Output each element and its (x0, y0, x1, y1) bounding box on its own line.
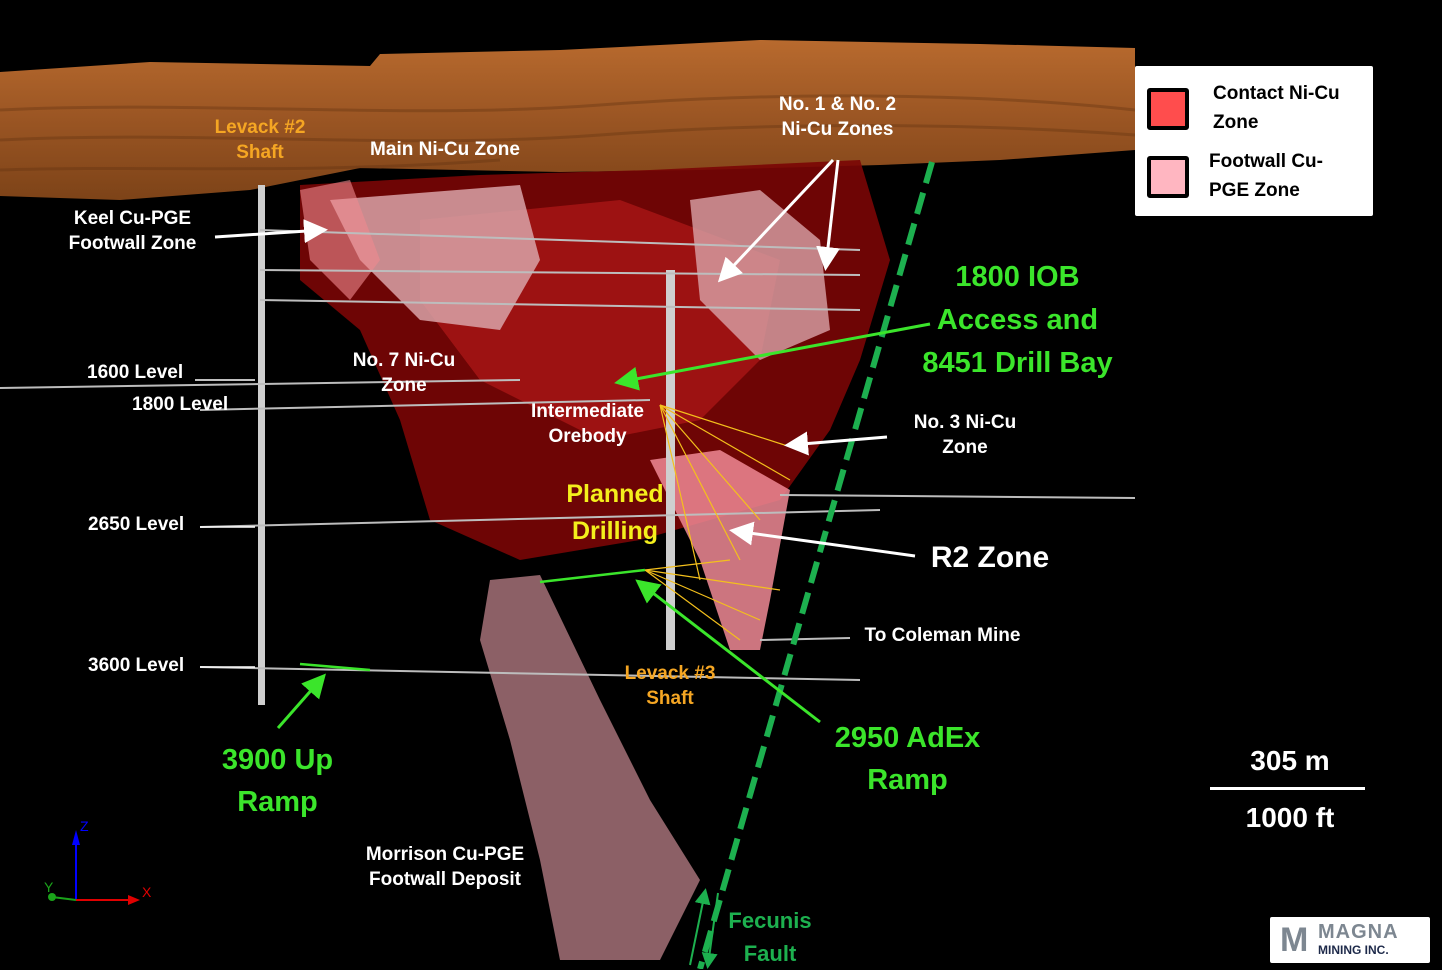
to-coleman-label: To Coleman Mine (864, 625, 1021, 646)
main-zone-label: Main Ni-Cu Zone (370, 139, 520, 160)
fecunis-fault-line (697, 161, 935, 969)
adex-arrow (635, 579, 821, 724)
legend: Contact Ni-Cu Zone Footwall Cu- PGE Zone (1135, 66, 1373, 216)
fecunis-fault-label: Fecunis Fault (728, 908, 812, 966)
fault-arrow-down (701, 892, 719, 969)
scale-metric: 305 m (1250, 745, 1330, 776)
legend-label-contact: Contact Ni-Cu Zone (1213, 83, 1340, 133)
no12-arrow-1 (717, 158, 835, 283)
keel-arrow (214, 219, 328, 244)
logo-mark-icon: M (1280, 921, 1309, 959)
level-3600-label: 3600 Level (88, 655, 185, 676)
iob-access-label: 1800 IOB Access and 8451 Drill Bay (922, 261, 1113, 379)
footwall-zone-swatch (1147, 155, 1189, 198)
adex-ramp-label: 2950 AdEx Ramp (834, 722, 981, 797)
upramp-arrow (276, 673, 326, 729)
footwall-zone-main (330, 185, 540, 330)
x-axis-label: X (142, 884, 152, 900)
legend-item-footwall: Footwall Cu- PGE Zone (1147, 148, 1323, 205)
planned-drilling-label: Planned Drilling (566, 480, 664, 545)
up-ramp-line (299, 662, 371, 672)
overburden-layer (0, 40, 1135, 200)
scale-imperial: 1000 ft (1245, 802, 1335, 833)
level-1800-label: 1800 Level (132, 394, 229, 415)
legend-item-contact: Contact Ni-Cu Zone (1147, 80, 1340, 137)
no12-arrow-2 (816, 159, 840, 271)
no3-arrow (784, 431, 888, 456)
contact-zone-swatch (1147, 87, 1189, 130)
keel-zone-label: Keel Cu-PGE Footwall Zone (68, 208, 197, 254)
morrison-deposit-body (480, 575, 700, 960)
morrison-deposit-label: Morrison Cu-PGE Footwall Deposit (365, 844, 525, 890)
iob-arrow (614, 322, 931, 391)
fault-arrow-up (689, 888, 711, 966)
axis-triad: Z X Y (44, 818, 152, 905)
levack3-shaft (666, 270, 675, 650)
logo-line2: MINING INC. (1318, 943, 1389, 957)
magna-mining-logo: M MAGNA MINING INC. (1270, 917, 1430, 963)
level-2650-label: 2650 Level (88, 514, 185, 535)
legend-label-footwall: Footwall Cu- PGE Zone (1209, 151, 1323, 201)
no12-zones-label: No. 1 & No. 2 Ni-Cu Zones (778, 94, 897, 140)
r2-zone-body (650, 450, 790, 650)
scale-bar-line (1210, 787, 1365, 790)
level-1600-label: 1600 Level (87, 362, 184, 383)
no7-zone-label: No. 7 Ni-Cu Zone (352, 350, 456, 396)
levack3-shaft-label: Levack #3 Shaft (624, 663, 716, 709)
scale-bar: 305 m 1000 ft (1210, 745, 1370, 834)
levack2-shaft (258, 185, 265, 705)
no3-zone-label: No. 3 Ni-Cu Zone (913, 412, 1017, 458)
r2-zone-label: R2 Zone (930, 541, 1050, 574)
adex-ramp-line (539, 568, 646, 584)
y-axis-label: Y (44, 879, 54, 895)
intermediate-orebody-label: Intermediate Orebody (531, 401, 644, 447)
levack2-shaft-label: Levack #2 Shaft (214, 117, 306, 163)
r2-arrow (729, 521, 916, 558)
z-axis-label: Z (80, 818, 89, 834)
logo-line1: MAGNA (1318, 921, 1399, 943)
up-ramp-label: 3900 Up Ramp (221, 744, 334, 819)
